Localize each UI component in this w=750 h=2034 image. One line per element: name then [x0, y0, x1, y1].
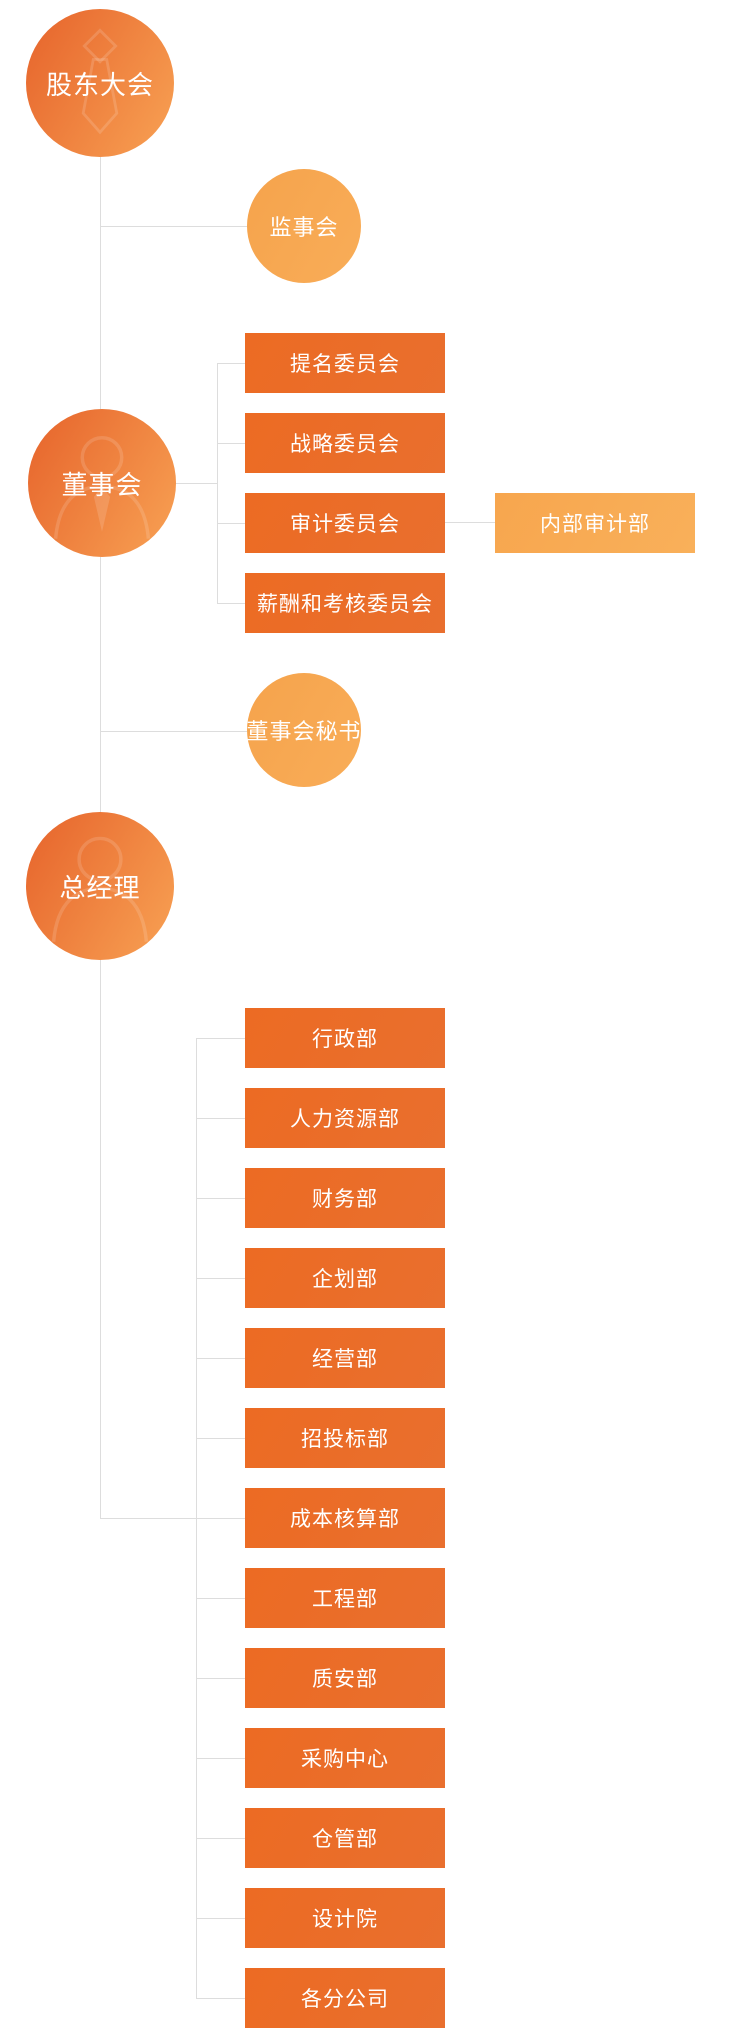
node-department: 人力资源部	[245, 1088, 445, 1148]
connector-stub	[196, 1118, 245, 1119]
node-label: 董事会	[61, 469, 143, 500]
node-label: 工程部	[312, 1588, 378, 1611]
connector-stub	[196, 1678, 245, 1679]
connector-stub	[196, 1438, 245, 1439]
committee-spine	[217, 363, 218, 604]
connector-stub	[217, 523, 245, 524]
node-department: 成本核算部	[245, 1488, 445, 1548]
connector-audit-internal	[445, 522, 495, 523]
connector-stub	[196, 1758, 245, 1759]
node-label: 设计院	[312, 1908, 378, 1931]
connector-stub	[196, 1598, 245, 1599]
connector-secretary	[100, 731, 247, 732]
connector-stub	[217, 363, 245, 364]
node-label: 经营部	[312, 1348, 378, 1371]
node-label: 行政部	[312, 1028, 378, 1051]
node-committee: 提名委员会	[245, 333, 445, 393]
node-department: 经营部	[245, 1328, 445, 1388]
connector-stub	[196, 1278, 245, 1279]
node-general-manager: 总经理	[26, 812, 174, 960]
connector-supervisory	[100, 226, 247, 227]
node-department: 工程部	[245, 1568, 445, 1628]
node-label: 审计委员会	[290, 513, 400, 536]
node-department: 行政部	[245, 1008, 445, 1068]
node-label: 总经理	[59, 872, 141, 903]
node-label: 提名委员会	[290, 353, 400, 376]
node-label: 监事会	[269, 215, 339, 240]
node-label: 成本核算部	[290, 1508, 400, 1531]
node-label: 仓管部	[312, 1828, 378, 1851]
department-spine	[196, 1038, 197, 1999]
connector-stub	[217, 443, 245, 444]
node-label: 薪酬和考核委员会	[257, 593, 433, 616]
node-label: 质安部	[312, 1668, 378, 1691]
connector-stub	[196, 1998, 245, 1999]
node-department: 采购中心	[245, 1728, 445, 1788]
connector-stub	[217, 603, 245, 604]
node-supervisory-board: 监事会	[247, 169, 361, 283]
node-board-secretary: 董事会秘书	[247, 673, 361, 787]
node-department: 招投标部	[245, 1408, 445, 1468]
node-label: 内部审计部	[540, 513, 650, 536]
node-label: 战略委员会	[290, 433, 400, 456]
connector-stub	[196, 1838, 245, 1839]
node-department: 各分公司	[245, 1968, 445, 2028]
node-label: 各分公司	[301, 1988, 389, 2011]
node-label: 董事会秘书	[246, 719, 362, 744]
connector-stub	[196, 1918, 245, 1919]
connector-stub	[196, 1038, 245, 1039]
connector-gm-row	[100, 1518, 245, 1519]
node-label: 企划部	[312, 1268, 378, 1291]
node-label: 财务部	[312, 1188, 378, 1211]
node-shareholders-meeting: 股东大会	[26, 9, 174, 157]
node-internal-audit-dept: 内部审计部	[495, 493, 695, 553]
node-committee: 战略委员会	[245, 413, 445, 473]
node-department: 财务部	[245, 1168, 445, 1228]
node-label: 人力资源部	[290, 1108, 400, 1131]
node-department: 质安部	[245, 1648, 445, 1708]
connector-stub	[196, 1198, 245, 1199]
node-label: 股东大会	[45, 69, 154, 100]
node-department: 设计院	[245, 1888, 445, 1948]
node-committee: 薪酬和考核委员会	[245, 573, 445, 633]
node-committee: 审计委员会	[245, 493, 445, 553]
node-label: 采购中心	[301, 1748, 389, 1771]
node-label: 招投标部	[301, 1428, 389, 1451]
node-board-of-directors: 董事会	[28, 409, 176, 557]
connector-stub	[196, 1358, 245, 1359]
node-department: 仓管部	[245, 1808, 445, 1868]
node-department: 企划部	[245, 1248, 445, 1308]
